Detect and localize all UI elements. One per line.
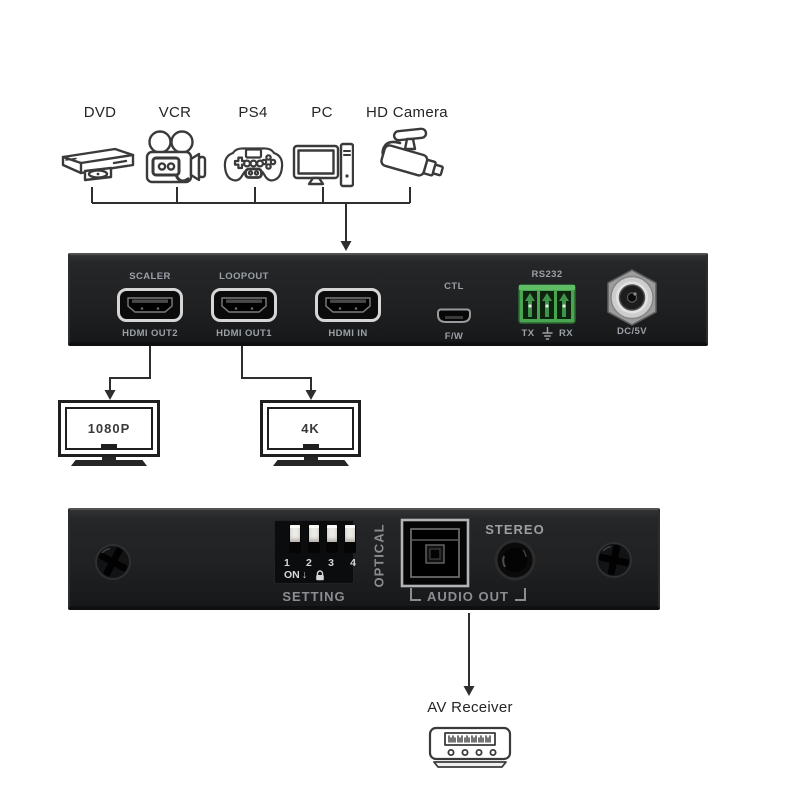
vcr-camcorder-icon <box>143 130 209 188</box>
audio-out-bracket: AUDIO OUT <box>410 586 532 604</box>
display-1080p: 1080P <box>58 400 160 457</box>
hdmi-out1-port <box>211 288 277 322</box>
ground-icon <box>542 327 553 340</box>
dip-switch-block: 1 2 3 4 ON ↓ <box>274 520 356 584</box>
dvd-player-icon <box>56 140 140 188</box>
bracket-right-icon <box>514 588 526 601</box>
hdmi-in-label: HDMI IN <box>328 328 368 339</box>
rx-label: RX <box>559 328 573 339</box>
source-label-ps4: PS4 <box>238 104 268 121</box>
hdmi-out1-label: HDMI OUT1 <box>216 328 272 339</box>
display-4k-neck <box>304 457 318 460</box>
dip-number-3: 3 <box>328 557 334 569</box>
source-label-hd-camera: HD Camera <box>366 104 448 121</box>
display-4k: 4K <box>260 400 361 457</box>
loopout-label: LOOPOUT <box>219 271 269 282</box>
display-1080p-screen: 1080P <box>65 407 153 450</box>
dip-number-2: 2 <box>306 557 312 569</box>
source-label-pc: PC <box>311 104 333 121</box>
display-4k-screen: 4K <box>267 407 354 450</box>
dip-number-1: 1 <box>284 557 290 569</box>
fw-label: F/W <box>444 331 464 342</box>
hdmi-in-port <box>315 288 381 322</box>
av-receiver-label: AV Receiver <box>427 699 513 716</box>
dip-switch-3 <box>326 525 338 553</box>
ps4-gamepad-icon <box>222 145 285 186</box>
audio-out-label: AUDIO OUT <box>427 589 509 604</box>
front-panel: SCALER HDMI OUT2 LOOPOUT HDMI OUT1 HD <box>68 253 708 346</box>
screw-icon <box>95 544 131 580</box>
down-arrow-icon: ↓ <box>301 569 307 581</box>
setting-label: SETTING <box>282 589 346 604</box>
tx-label: TX <box>521 328 535 339</box>
screw-icon <box>596 542 632 578</box>
pc-icon <box>292 140 354 188</box>
source-label-vcr: VCR <box>158 104 192 121</box>
ctl-label: CTL <box>444 281 464 292</box>
display-1080p-base <box>71 460 147 466</box>
dip-on-label: ON <box>284 569 300 581</box>
hdmi-out2-label: HDMI OUT2 <box>122 328 178 339</box>
toslink-optical-port <box>400 518 470 588</box>
stereo-jack <box>494 539 536 581</box>
dip-switch-2 <box>308 525 320 553</box>
display-1080p-neck <box>102 457 116 460</box>
stereo-label: STEREO <box>485 522 545 537</box>
display-speaker-notch <box>302 444 319 448</box>
optical-label: OPTICAL <box>371 523 387 588</box>
dc-power-jack <box>607 269 657 326</box>
dip-number-4: 4 <box>350 557 356 569</box>
lock-icon <box>316 569 324 580</box>
rs232-label: RS232 <box>531 269 563 280</box>
dip-numbers: 1 2 3 4 <box>284 557 356 569</box>
rear-panel: 1 2 3 4 ON ↓ SETTING OPTICAL <box>68 508 660 610</box>
scaler-label: SCALER <box>129 271 171 282</box>
source-label-dvd: DVD <box>83 104 117 121</box>
dip-on-row: ON ↓ <box>284 569 325 581</box>
av-receiver-icon <box>424 724 516 772</box>
display-speaker-notch <box>101 444 117 448</box>
dip-switch-4 <box>344 525 356 553</box>
display-4k-label: 4K <box>301 421 320 436</box>
micro-usb-port <box>437 308 471 323</box>
display-1080p-label: 1080P <box>87 421 131 436</box>
dc5v-label: DC/5V <box>617 326 647 337</box>
rs232-terminal-block <box>518 284 576 324</box>
display-4k-base <box>273 460 349 466</box>
hdmi-out2-port <box>117 288 183 322</box>
dip-switch-1 <box>289 525 301 553</box>
hd-camera-icon <box>368 126 450 188</box>
bracket-left-icon <box>410 588 421 601</box>
